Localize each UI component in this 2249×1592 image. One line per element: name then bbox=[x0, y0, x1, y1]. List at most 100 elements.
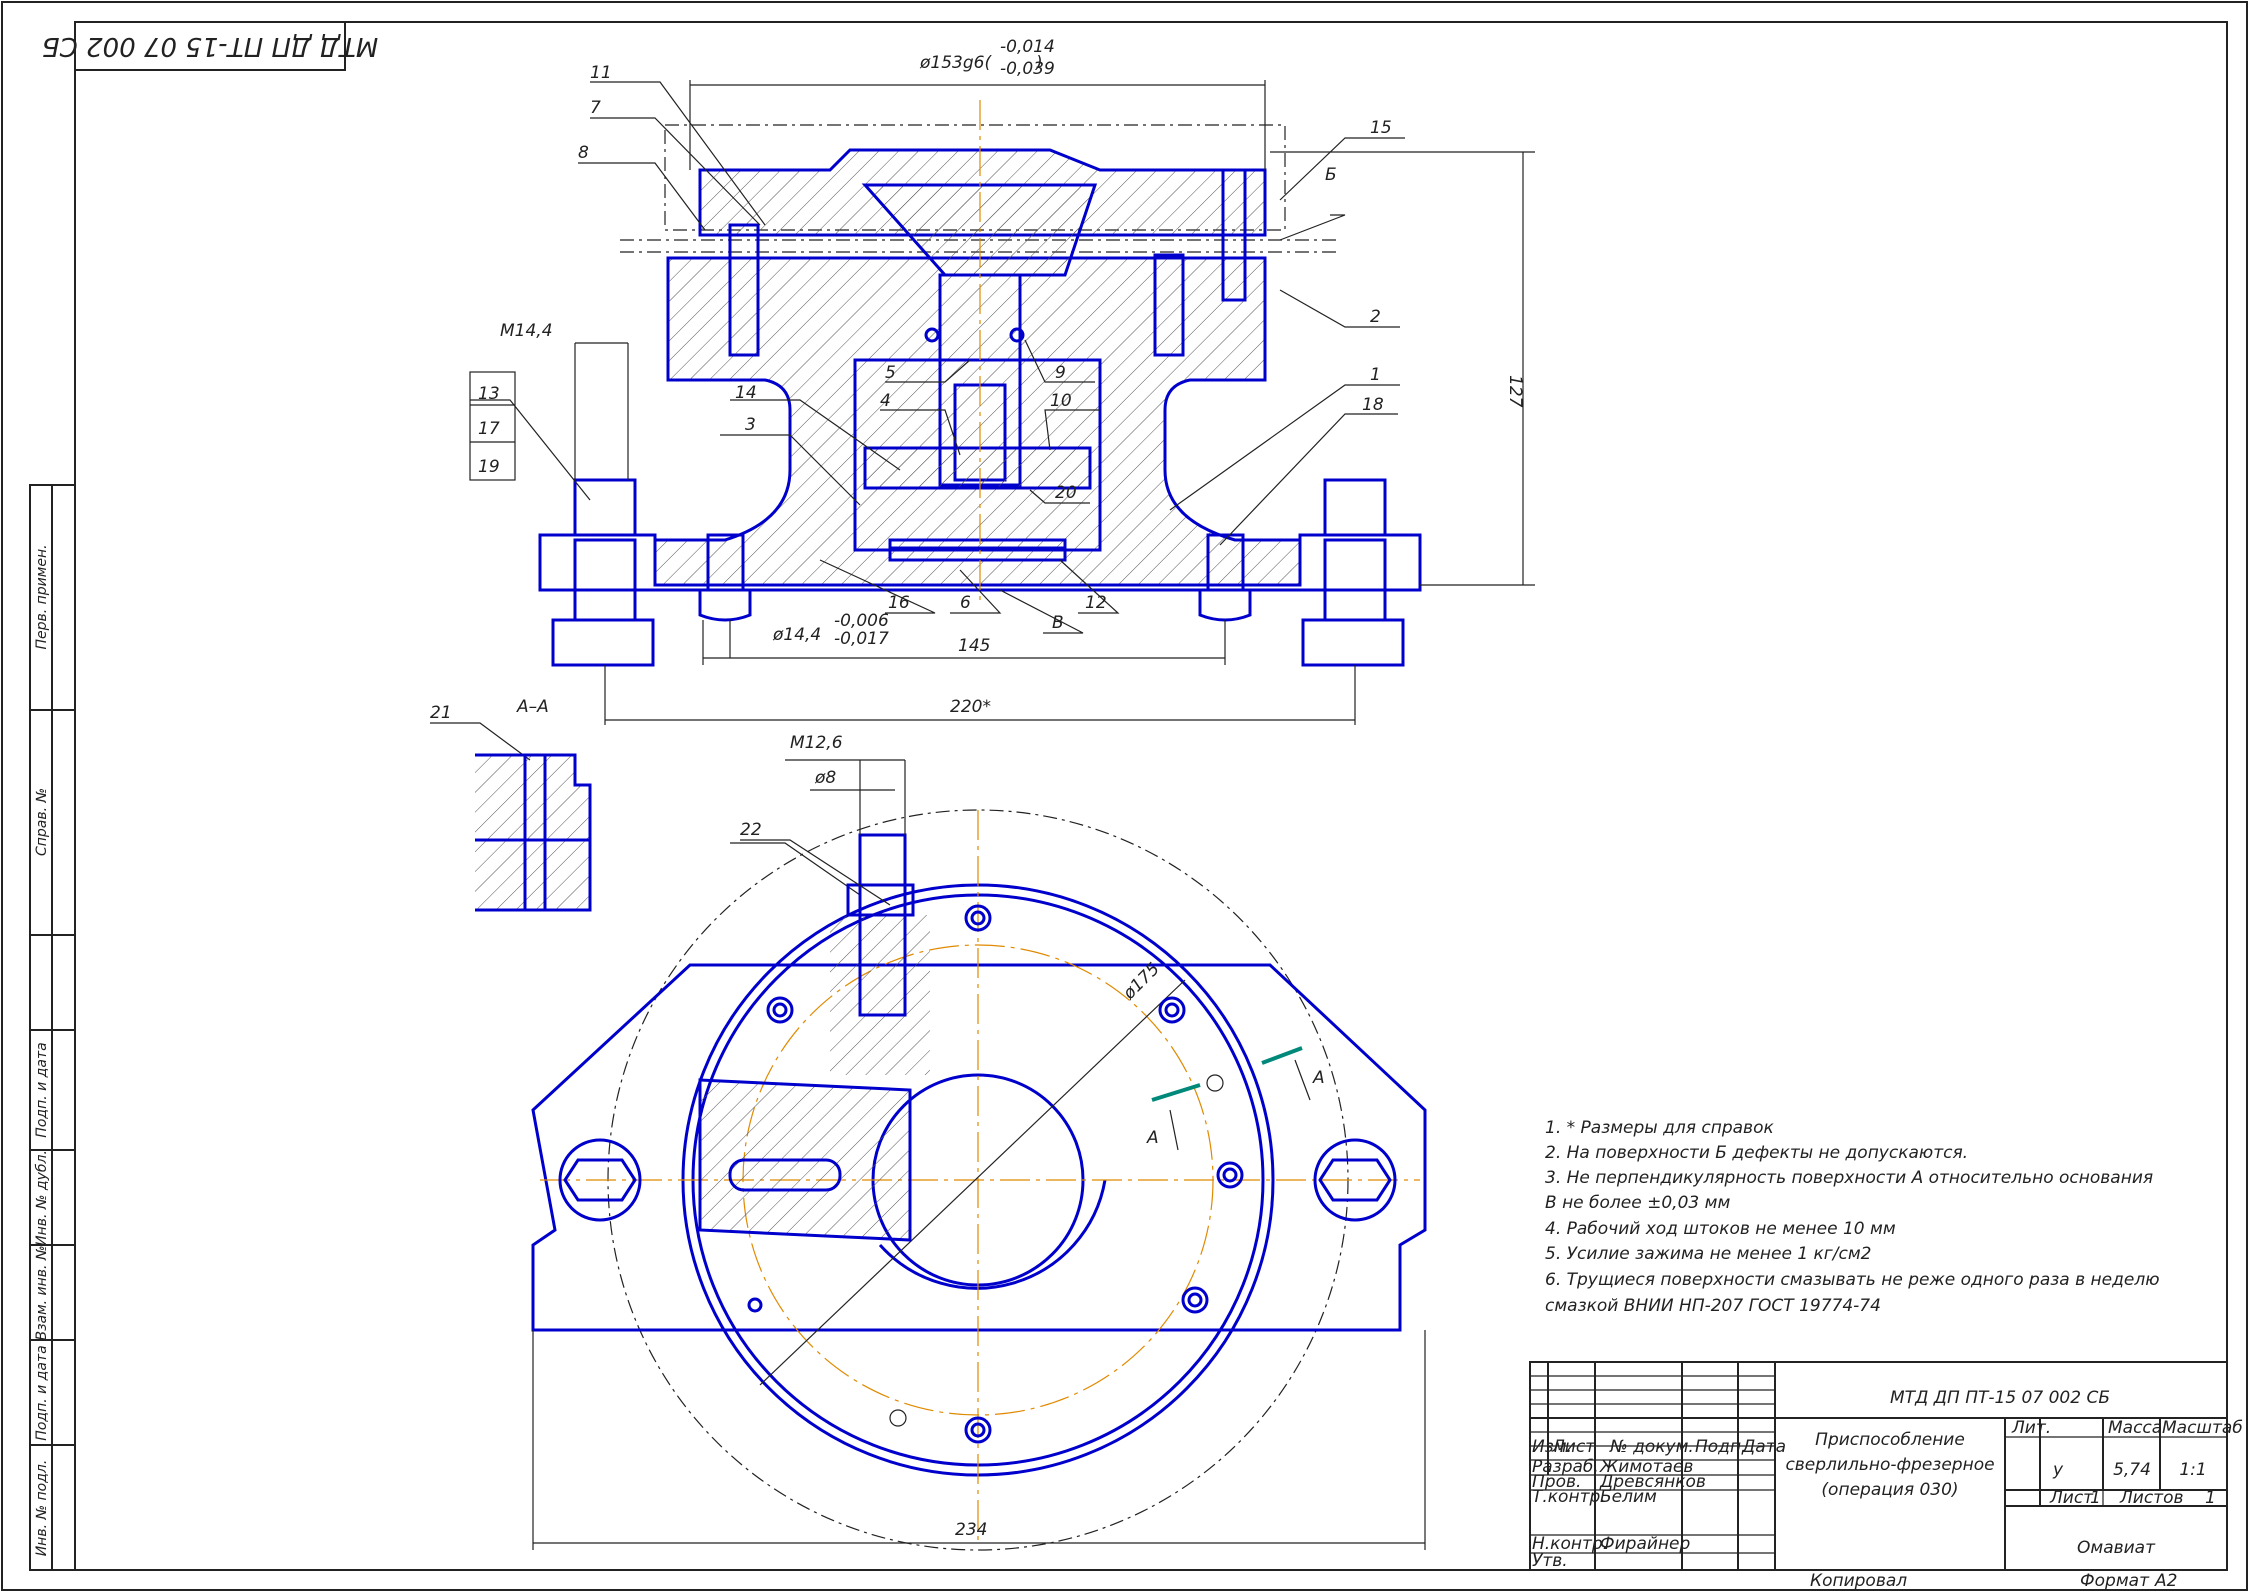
tb-utv-label: Утв. bbox=[1532, 1551, 1568, 1571]
dim-153-tol-up: -0,014 bbox=[1000, 37, 1055, 57]
callout-A-2: А bbox=[1312, 1068, 1325, 1088]
tb-tkontr-name: Белим bbox=[1600, 1487, 1657, 1507]
tb-designation: МТД ДП ПТ-15 07 002 СБ bbox=[1890, 1388, 2110, 1408]
side-label-podp-1: Подп. и дата bbox=[34, 1042, 50, 1137]
tb-nkontr-label: Н.контр. bbox=[1532, 1534, 1608, 1554]
dim-153-tol-dn: -0,039 bbox=[1000, 59, 1055, 79]
tb-mass-value: 5,74 bbox=[2113, 1460, 2151, 1480]
callout-3: 3 bbox=[745, 415, 756, 435]
tb-sheets-value: 1 bbox=[2205, 1488, 2216, 1508]
plan-right-nut bbox=[1313, 1138, 1397, 1222]
plan-bolt-holes bbox=[747, 904, 1244, 1444]
plan-screw bbox=[858, 833, 907, 1017]
section-a-a-body bbox=[475, 753, 592, 912]
callout-8: 8 bbox=[578, 143, 589, 163]
callout-7: 7 bbox=[590, 98, 601, 118]
callout-9: 9 bbox=[1055, 363, 1066, 383]
callout-20: 20 bbox=[1055, 483, 1077, 503]
callout-14: 14 bbox=[735, 383, 757, 403]
section-a-a: 21 А–А bbox=[430, 697, 592, 912]
callout-11: 11 bbox=[590, 63, 612, 83]
top-plate bbox=[698, 148, 1267, 237]
tb-col-data: Дата bbox=[1741, 1437, 1786, 1457]
side-label-podp-2: Подп. и дата bbox=[34, 1345, 50, 1440]
note-3: 3. Не перпендикулярность поверхности А о… bbox=[1545, 1168, 2153, 1188]
callout-2: 2 bbox=[1370, 307, 1381, 327]
sheet-inner-border bbox=[74, 21, 2228, 1571]
tb-mass-label: Масса bbox=[2108, 1418, 2162, 1438]
inner-bore bbox=[853, 358, 1102, 552]
left-bolt-head bbox=[551, 618, 655, 667]
dim-m14: M14,4 bbox=[500, 321, 553, 341]
tb-tkontr-label: Т.контр. bbox=[1532, 1487, 1606, 1507]
tb-name-3: (операция 030) bbox=[1821, 1480, 1958, 1500]
tb-col-izm: Изм. bbox=[1532, 1437, 1572, 1457]
section-cut-mark-1 bbox=[1151, 1083, 1201, 1102]
callout-V: В bbox=[1052, 613, 1064, 633]
callout-22: 22 bbox=[740, 820, 762, 840]
tb-sheet-label: Лист bbox=[2049, 1488, 2094, 1508]
note-1: 1. * Размеры для справок bbox=[1545, 1118, 1774, 1138]
side-label-sprav: Справ. № bbox=[34, 788, 50, 856]
callout-B: Б bbox=[1325, 165, 1337, 185]
left-pin bbox=[728, 223, 760, 357]
note-4: 4. Рабочий ход штоков не менее 10 мм bbox=[1545, 1219, 1896, 1239]
base-plate bbox=[538, 533, 1422, 592]
technical-notes: 1. * Размеры для справок 2. На поверхнос… bbox=[1545, 1118, 2160, 1316]
tb-lit-label: Лит. bbox=[2011, 1418, 2051, 1438]
tb-col-list: Лист bbox=[1551, 1437, 1596, 1457]
note-6b: смазкой ВНИИ НП-207 ГОСТ 19774-74 bbox=[1545, 1296, 1881, 1316]
callout-A-1: А bbox=[1146, 1128, 1159, 1148]
dim-220: 220* bbox=[950, 697, 991, 717]
callout-13-17-19-box: 13 17 19 bbox=[469, 371, 516, 481]
top-stamp-text: МТД ДП ПТ-15 07 002 СБ bbox=[42, 31, 378, 61]
callout-4: 4 bbox=[880, 391, 891, 411]
callout-18: 18 bbox=[1362, 395, 1384, 415]
dim-d14-tol-dn: -0,017 bbox=[834, 629, 889, 649]
tb-sheets-label: Листов bbox=[2119, 1488, 2184, 1508]
tb-name-2: сверлильно-фрезерное bbox=[1785, 1455, 1994, 1475]
tb-razrab-name: Жимотаев bbox=[1599, 1457, 1693, 1477]
callout-15: 15 bbox=[1370, 118, 1392, 138]
section-label: А–А bbox=[516, 697, 549, 717]
callout-21: 21 bbox=[430, 703, 452, 723]
dim-d8: ø8 bbox=[814, 768, 836, 788]
tb-format-value: А2 bbox=[2154, 1571, 2177, 1591]
side-label-inv-dubl: Инв. № дубл. bbox=[34, 1150, 50, 1246]
callout-17: 17 bbox=[478, 419, 500, 439]
tb-name-1: Приспособление bbox=[1815, 1430, 1965, 1450]
side-label-vzam: Взам. инв. № bbox=[34, 1245, 50, 1340]
section-cut-mark-2 bbox=[1261, 1046, 1303, 1065]
note-5: 5. Усилие зажима не менее 1 кг/см2 bbox=[1545, 1244, 1871, 1264]
right-bolt-head bbox=[1301, 618, 1405, 667]
callout-12: 12 bbox=[1085, 593, 1107, 613]
note-6: 6. Трущиеся поверхности смазывать не реж… bbox=[1545, 1270, 2160, 1290]
tb-col-podp: Подп. bbox=[1695, 1437, 1746, 1457]
left-bolt bbox=[573, 538, 637, 622]
section-a-a-pin bbox=[523, 753, 547, 912]
tb-org: Омавиат bbox=[2077, 1538, 2156, 1558]
dim-127: 127 bbox=[1505, 375, 1525, 408]
dim-153: ø153g6( bbox=[919, 53, 992, 73]
callout-1: 1 bbox=[1370, 365, 1381, 385]
side-label-inv-podl: Инв. № подл. bbox=[34, 1460, 50, 1557]
clamp-head bbox=[861, 183, 1098, 277]
dim-145: 145 bbox=[958, 636, 990, 656]
tb-prov-name: Древсянков bbox=[1599, 1472, 1706, 1492]
callout-13: 13 bbox=[478, 384, 500, 404]
right-bolt bbox=[1323, 538, 1387, 622]
piston bbox=[863, 446, 1092, 490]
note-2: 2. На поверхности Б дефекты не допускают… bbox=[1545, 1143, 1968, 1163]
callout-6: 6 bbox=[960, 593, 971, 613]
callout-19: 19 bbox=[478, 457, 500, 477]
callout-10: 10 bbox=[1050, 391, 1072, 411]
tb-scale-label: Масштаб bbox=[2162, 1418, 2243, 1438]
dim-d14: ø14,4 bbox=[772, 625, 821, 645]
note-3b: В не более ±0,03 мм bbox=[1545, 1193, 1730, 1213]
tb-scale-value: 1:1 bbox=[2179, 1460, 2206, 1480]
tb-sheet-value: 1 bbox=[2090, 1488, 2101, 1508]
right-pin bbox=[1153, 253, 1185, 357]
tb-copied: Копировал bbox=[1810, 1571, 1907, 1591]
